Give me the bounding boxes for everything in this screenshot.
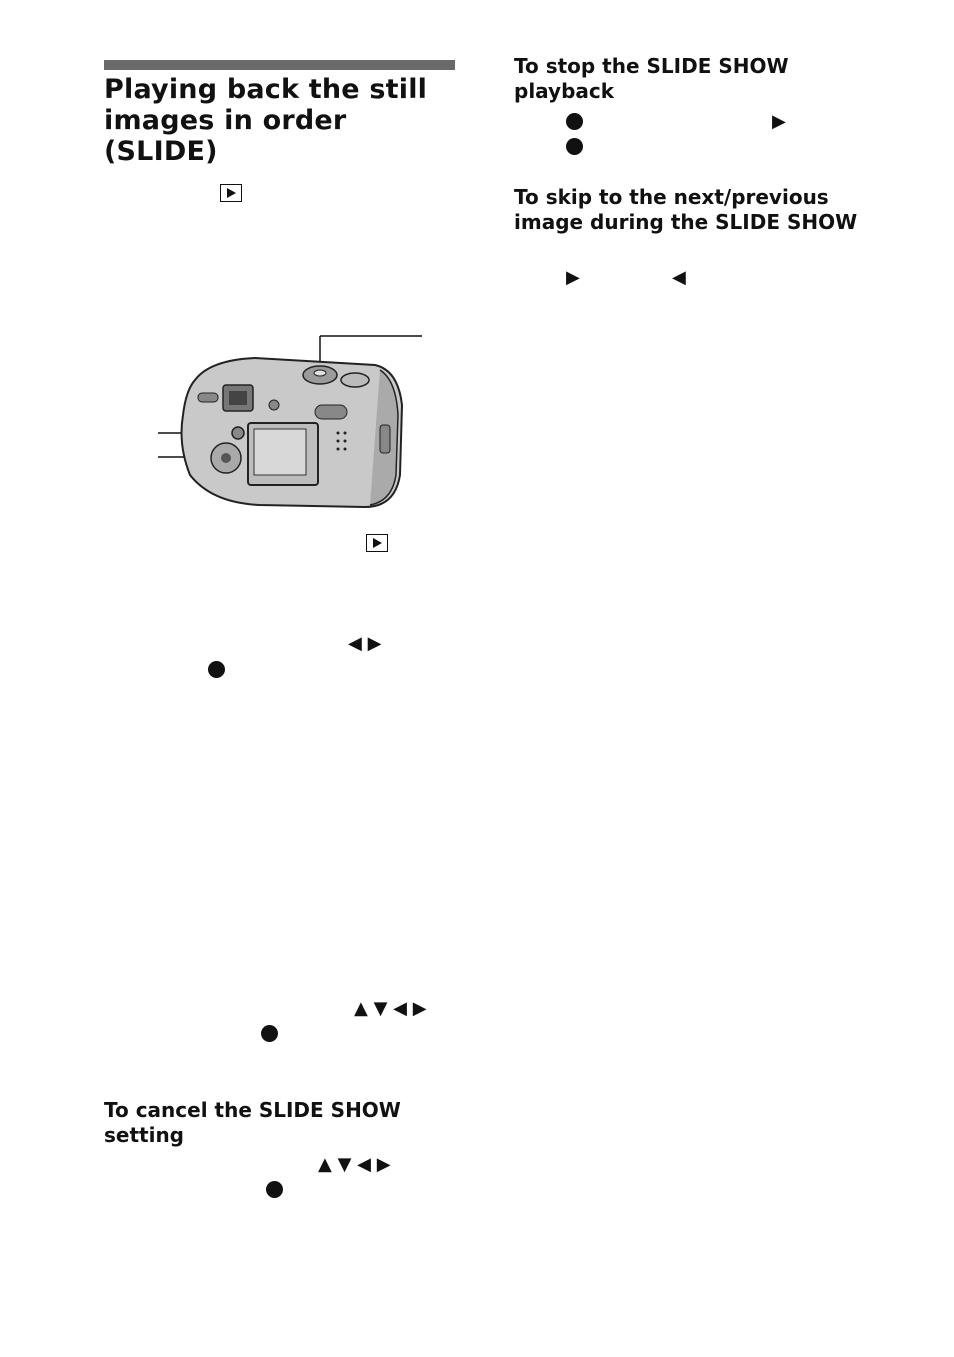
play-mode-icon: [366, 534, 388, 552]
four-way-arrows: ▲ ▼ ◀ ▶: [318, 1154, 391, 1175]
center-button-icon: [566, 113, 583, 130]
subheading-cancel: To cancel the SLIDE SHOW setting: [104, 1098, 401, 1147]
camera-illustration: [158, 335, 422, 509]
play-arrow: ▶: [566, 267, 580, 288]
left-arrow: ◀: [672, 267, 686, 288]
play-mode-icon: [220, 184, 242, 202]
center-button-icon: [566, 138, 583, 155]
subheading-skip: To skip to the next/previous image durin…: [514, 185, 858, 234]
left-right-arrows: ◀ ▶: [348, 633, 382, 654]
subheading-stop: To stop the SLIDE SHOW playback: [514, 54, 789, 103]
play-arrow: ▶: [772, 111, 786, 132]
four-way-arrows: ▲ ▼ ◀ ▶: [354, 998, 427, 1019]
title-rule: [104, 60, 455, 70]
center-button-icon: [261, 1025, 278, 1042]
center-button-icon: [208, 661, 225, 678]
center-button-icon: [266, 1181, 283, 1198]
page-title: Playing back the still images in order (…: [104, 74, 428, 167]
